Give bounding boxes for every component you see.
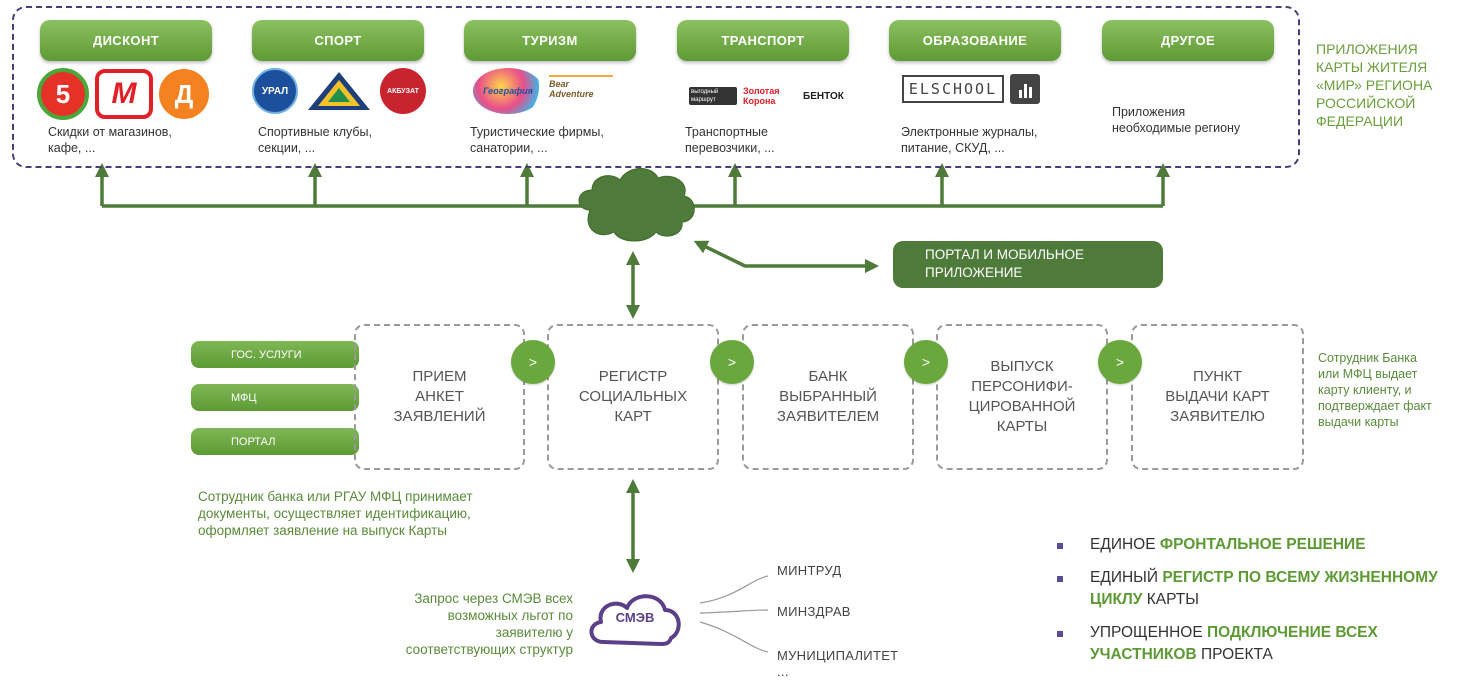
process-step-issue-label: ВЫПУСК ПЕРСОНИФИ- ЦИРОВАННОЙ КАРТЫ (968, 358, 1076, 435)
process-step-issue: ВЫПУСК ПЕРСОНИФИ- ЦИРОВАННОЙ КАРТЫ (936, 324, 1108, 470)
next-step-icon: > (710, 340, 754, 384)
vygodny-marshrut-logo: выгодный маршрут (689, 87, 737, 105)
apps-title: ПРИЛОЖЕНИЯ КАРТЫ ЖИТЕЛЯ «МИР» РЕГИОНА РО… (1316, 41, 1433, 129)
category-sport-button[interactable]: СПОРТ (252, 20, 424, 61)
fan-line-municipality (699, 621, 769, 653)
category-other-button[interactable]: ДРУГОЕ (1102, 20, 1274, 61)
sport-logos: УРАЛ АКБУЗАТ (252, 68, 426, 114)
process-step-delivery-label: ПУНКТ ВЫДАЧИ КАРТ ЗАЯВИТЕЛЮ (1165, 368, 1270, 425)
process-step-intake-label: ПРИЕМ АНКЕТ ЗАЯВЛЕНИЙ (393, 368, 486, 425)
bear-adventure-logo: Bear Adventure (549, 75, 613, 107)
discount-logos: 5 М Д (37, 68, 209, 120)
source-gosuslugi-button[interactable]: ГОС. УСЛУГИ (191, 341, 359, 368)
fan-line-minzdrav (699, 609, 769, 614)
category-transport-desc: Транспортные перевозчики, ... (685, 125, 775, 155)
next-step-icon: > (1098, 340, 1142, 384)
agency-minzdrav: МИНЗДРАВ (777, 604, 851, 619)
bentok-logo: БЕНТОК (803, 90, 844, 102)
smev-label: СМЭВ (615, 610, 655, 625)
school-app-icon (1010, 74, 1040, 104)
smev-cloud-icon (589, 594, 681, 646)
benefit-item: УПРОЩЕННОЕ ПОДКЛЮЧЕНИЕ ВСЕХ УЧАСТНИКОВ П… (1057, 622, 1457, 666)
tourism-logos: География Bear Adventure (473, 68, 613, 114)
next-step-icon: > (904, 340, 948, 384)
education-logos: ELSCHOOL (902, 74, 1040, 104)
benefit-item: ЕДИНЫЙ РЕГИСТР ПО ВСЕМУ ЖИЗНЕННОМУ ЦИКЛУ… (1057, 567, 1457, 611)
category-tourism-desc: Туристические фирмы, санатории, ... (470, 125, 604, 155)
source-mfc-button[interactable]: МФЦ (191, 384, 359, 411)
category-discount-desc: Скидки от магазинов, кафе, ... (48, 125, 172, 155)
fan-line-mintrud (699, 575, 769, 604)
process-step-delivery: ПУНКТ ВЫДАЧИ КАРТ ЗАЯВИТЕЛЮ (1131, 324, 1304, 470)
elschool-logo: ELSCHOOL (902, 75, 1004, 103)
cloud-portal-arrow (693, 240, 879, 273)
intake-note: Сотрудник банка или РГАУ МФЦ принимает д… (198, 489, 473, 538)
agency-municipality: МУНИЦИПАЛИТЕТ (777, 648, 899, 663)
process-step-register: РЕГИСТР СОЦИАЛЬНЫХ КАРТ (547, 324, 719, 470)
geografiya-logo: География (473, 68, 543, 114)
process-step-intake: ПРИЕМ АНКЕТ ЗАЯВЛЕНИЙ (354, 324, 525, 470)
network-cloud (578, 168, 695, 242)
next-step-icon: > (511, 340, 555, 384)
category-tourism-button[interactable]: ТУРИЗМ (464, 20, 636, 61)
benefits-list: ЕДИНОЕ ФРОНТАЛЬНОЕ РЕШЕНИЕ ЕДИНЫЙ РЕГИСТ… (1057, 534, 1457, 677)
category-other-desc: Приложения необходимые региону (1112, 105, 1241, 135)
dixy-logo: Д (159, 69, 209, 119)
category-sport-desc: Спортивные клубы, секции, ... (258, 125, 372, 155)
source-portal-button[interactable]: ПОРТАЛ (191, 428, 359, 455)
process-step-register-label: РЕГИСТР СОЦИАЛЬНЫХ КАРТ (578, 368, 688, 425)
ural-logo: УРАЛ (252, 68, 298, 114)
bank-issue-note: Сотрудник Банка или МФЦ выдает карту кли… (1318, 351, 1432, 429)
agency-more: ... (777, 664, 789, 679)
category-transport-button[interactable]: ТРАНСПОРТ (677, 20, 849, 61)
magnit-logo: М (95, 69, 153, 119)
benefit-item: ЕДИНОЕ ФРОНТАЛЬНОЕ РЕШЕНИЕ (1057, 534, 1457, 556)
pyaterochka-logo: 5 (37, 68, 89, 120)
category-education-button[interactable]: ОБРАЗОВАНИЕ (889, 20, 1061, 61)
zolotaya-korona-logo: Золотая Корона (743, 86, 780, 106)
salavat-yulaev-logo (308, 72, 370, 110)
smev-request-note: Запрос через СМЭВ всех возможных льгот п… (405, 591, 573, 657)
process-step-bank-label: БАНК ВЫБРАННЫЙ ЗАЯВИТЕЛЕМ (776, 368, 880, 425)
category-discount-button[interactable]: ДИСКОНТ (40, 20, 212, 61)
akbuzat-logo: АКБУЗАТ (380, 68, 426, 114)
transport-logos: выгодный маршрут Золотая Корона БЕНТОК (689, 86, 844, 106)
process-step-bank: БАНК ВЫБРАННЫЙ ЗАЯВИТЕЛЕМ (742, 324, 914, 470)
agency-mintrud: МИНТРУД (777, 563, 842, 578)
apps-panel (12, 6, 1300, 168)
category-education-desc: Электронные журналы, питание, СКУД, ... (901, 125, 1038, 155)
portal-mobile-app-box[interactable]: ПОРТАЛ И МОБИЛЬНОЕ ПРИЛОЖЕНИЕ (893, 241, 1163, 288)
